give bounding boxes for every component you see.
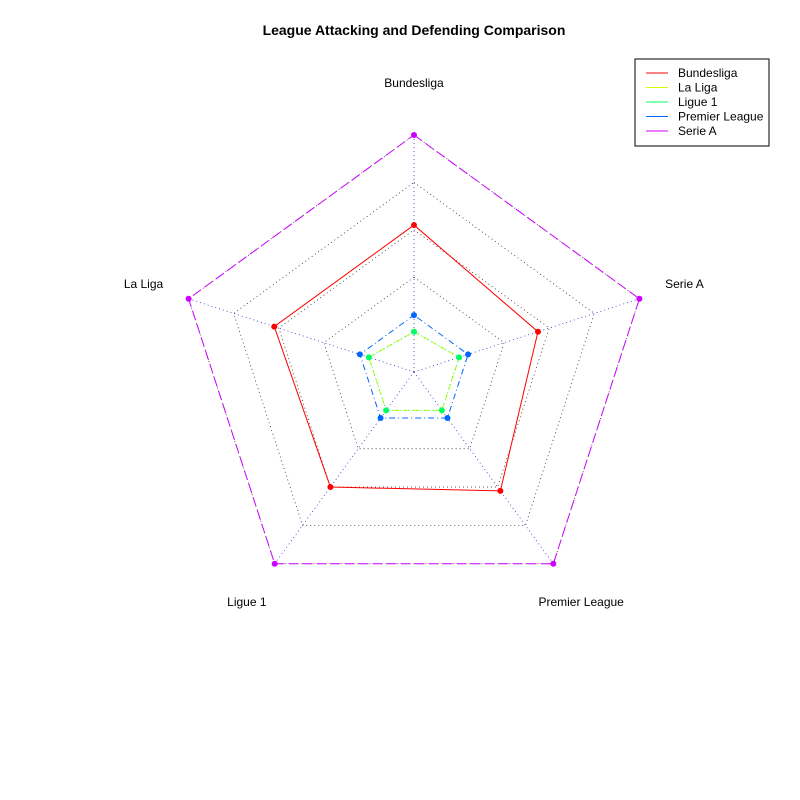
axis-label: Premier League [538, 595, 624, 609]
axis-spoke [188, 298, 415, 373]
series-line [188, 134, 640, 565]
grid-ring [278, 229, 550, 488]
series-point [497, 487, 504, 494]
legend-label: Ligue 1 [678, 95, 718, 109]
series-point [377, 415, 384, 422]
axis-label: Bundesliga [384, 76, 444, 90]
series-point [383, 407, 390, 414]
series-point [550, 560, 557, 567]
axis-spoke [413, 298, 640, 373]
series-point [444, 415, 451, 422]
series-point [271, 560, 278, 567]
series-point [411, 132, 417, 138]
series-line [368, 331, 460, 411]
series-point [534, 328, 541, 335]
series-layer [185, 132, 643, 567]
series-point [411, 312, 417, 319]
axis-label: La Liga [124, 277, 164, 291]
series-line [359, 314, 469, 419]
series-line [273, 224, 539, 492]
grid-ring [233, 181, 595, 526]
series-point [636, 295, 643, 302]
axis-label: Serie A [665, 277, 704, 291]
chart-title: League Attacking and Defending Compariso… [263, 22, 566, 38]
series-point [411, 328, 417, 335]
series-point [465, 351, 472, 358]
axis-label: Ligue 1 [227, 595, 267, 609]
grid [188, 134, 640, 565]
series-point [356, 351, 363, 358]
series-point [411, 222, 417, 229]
axis-spoke [413, 371, 554, 564]
series-point [185, 295, 192, 302]
series-point [456, 354, 463, 361]
legend-label: Bundesliga [678, 66, 738, 80]
axis-spoke [274, 371, 415, 564]
series-point [271, 323, 278, 330]
series-point [365, 354, 372, 361]
legend-label: La Liga [678, 81, 718, 95]
legend-label: Serie A [678, 124, 717, 138]
legend-label: Premier League [678, 110, 764, 124]
series-point [438, 407, 445, 414]
grid-ring [323, 276, 505, 450]
series-point [327, 484, 334, 491]
